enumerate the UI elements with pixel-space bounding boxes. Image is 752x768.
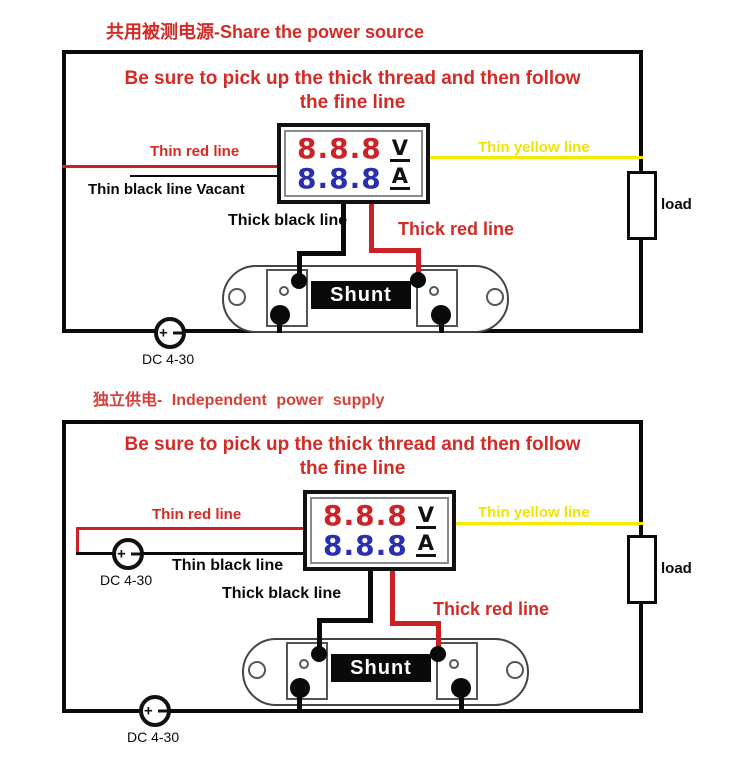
thick-red-wire-segment: [390, 621, 441, 626]
warning-line1: Be sure to pick up the thick thread and …: [124, 68, 581, 89]
thin-black-wire-vacant: [130, 175, 277, 177]
battery-minus-bar: [131, 552, 140, 556]
thick-red-line-label: Thick red line: [433, 599, 550, 619]
volt-value: 8.8.8: [297, 131, 382, 165]
meter-display: 8.8.8 8.8.8 V A: [284, 130, 423, 197]
thick-black-wire-segment: [317, 618, 322, 654]
shunt-current-terminal: [270, 305, 290, 325]
thin-red-line-label: Thin red line: [152, 506, 242, 523]
shunt-sense-terminal: [311, 646, 327, 662]
thin-red-wire: [62, 165, 277, 168]
amp-unit: A: [389, 164, 410, 190]
thick-red-wire-segment: [390, 571, 395, 626]
dc-power-label: DC 4-30: [127, 729, 180, 745]
shunt-mounting-hole: [228, 288, 246, 306]
shunt-screw-hole: [449, 659, 459, 669]
dc-power-source-icon: +: [139, 695, 171, 727]
thick-black-wire-segment: [297, 251, 302, 283]
thin-red-wire: [76, 527, 79, 555]
thin-black-line-label: Thin black line: [172, 557, 284, 574]
volt-amp-meter: 8.8.8 8.8.8 V A: [303, 490, 456, 571]
thick-black-wire-segment: [297, 251, 346, 256]
thin-yellow-line-label: Thin yellow line: [478, 504, 590, 521]
thick-black-wire-segment: [368, 571, 373, 623]
amp-value: 8.8.8: [297, 161, 382, 195]
thick-red-wire-segment: [369, 204, 374, 253]
thick-red-wire-segment: [416, 248, 421, 282]
amp-unit: A: [415, 531, 436, 557]
volt-unit: V: [415, 503, 436, 529]
thin-yellow-line-label: Thin yellow line: [478, 139, 590, 156]
shunt-sense-terminal: [410, 272, 426, 288]
thick-red-line-label: Thick red line: [398, 219, 515, 239]
battery-minus-bar: [173, 331, 182, 335]
meter-units: V A: [415, 503, 436, 557]
shunt-mounting-hole: [506, 661, 524, 679]
dc-power-source-icon: +: [112, 538, 144, 570]
battery-minus-bar: [158, 709, 167, 713]
thick-red-wire-segment: [436, 621, 441, 654]
shunt-screw-hole: [299, 659, 309, 669]
shunt-label-plate: Shunt: [331, 654, 431, 682]
meter-digits: 8.8.8 8.8.8: [297, 131, 382, 195]
thick-black-line-label: Thick black line: [228, 212, 348, 229]
shunt-current-terminal: [431, 305, 451, 325]
warning-line2: the fine line: [299, 92, 406, 113]
shunt-label-plate: Shunt: [311, 281, 411, 309]
diagram1-title: 共用被测电源-Share the power source: [106, 22, 425, 42]
thick-black-wire-segment: [341, 204, 346, 256]
meter-digits: 8.8.8 8.8.8: [323, 498, 408, 562]
thin-black-wire: [76, 552, 303, 555]
battery-plus-sign: +: [117, 545, 126, 563]
shunt-current-terminal: [290, 678, 310, 698]
thick-black-wire-segment: [317, 618, 373, 623]
dc-power-source-icon: +: [154, 317, 186, 349]
volt-value: 8.8.8: [323, 498, 408, 532]
amp-value: 8.8.8: [323, 528, 408, 562]
load-resistor: [627, 171, 657, 240]
shunt-mounting-hole: [248, 661, 266, 679]
meter-units: V A: [389, 136, 410, 190]
thin-red-wire: [76, 527, 303, 530]
thin-red-line-label: Thin red line: [150, 143, 240, 160]
thin-black-line-label: Thin black line Vacant: [88, 181, 245, 198]
shunt-sense-terminal: [291, 273, 307, 289]
thin-yellow-wire: [456, 522, 643, 525]
dc-power-label: DC 4-30: [142, 351, 195, 367]
diagram2-title: 独立供电- Independent power supply: [93, 392, 385, 409]
shunt-to-bus-wire: [297, 688, 302, 713]
shunt-to-bus-wire: [459, 688, 464, 713]
warning-line2: the fine line: [299, 458, 406, 479]
load-label: load: [661, 560, 692, 577]
meter-display: 8.8.8 8.8.8 V A: [310, 497, 449, 564]
shunt-screw-hole: [279, 286, 289, 296]
volt-unit: V: [389, 136, 410, 162]
thick-black-line-label: Thick black line: [222, 585, 342, 602]
shunt-mounting-hole: [486, 288, 504, 306]
load-label: load: [661, 196, 692, 213]
shunt-screw-hole: [429, 286, 439, 296]
thick-red-wire-segment: [369, 248, 421, 253]
dc-power-label: DC 4-30: [100, 572, 153, 588]
shunt-current-terminal: [451, 678, 471, 698]
warning-line1: Be sure to pick up the thick thread and …: [124, 434, 581, 455]
volt-amp-meter: 8.8.8 8.8.8 V A: [277, 123, 430, 204]
shunt-sense-terminal: [430, 646, 446, 662]
battery-plus-sign: +: [144, 702, 153, 720]
load-resistor: [627, 535, 657, 604]
battery-plus-sign: +: [159, 324, 168, 342]
thin-yellow-wire: [430, 156, 643, 159]
shunt-label: Shunt: [330, 283, 392, 306]
shunt-label: Shunt: [350, 656, 412, 679]
